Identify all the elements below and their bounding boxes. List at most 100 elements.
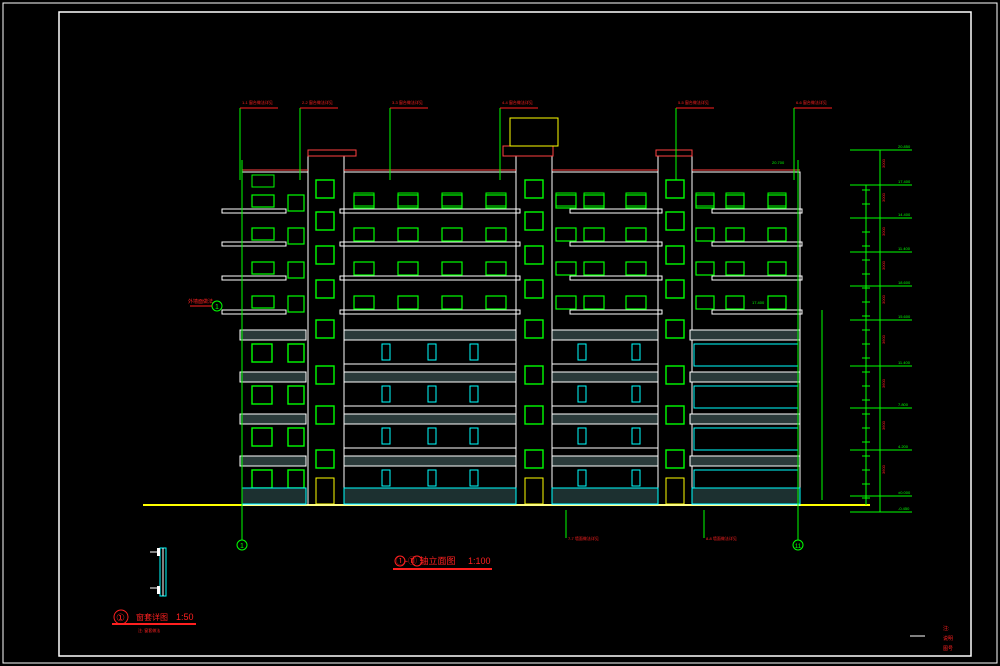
window (353, 295, 375, 310)
stair-window (665, 449, 685, 469)
elevation-label: 7.800 (898, 402, 909, 407)
window (287, 427, 305, 447)
window (695, 295, 715, 310)
window (381, 469, 391, 487)
balcony-slab (221, 275, 287, 281)
title-bubble-1 (394, 555, 406, 567)
window (397, 261, 419, 276)
window (625, 227, 647, 242)
detail-label: 窗套详图 (136, 612, 168, 622)
parapet (307, 149, 357, 157)
stair-window (315, 405, 335, 425)
elevation-label: ±0.000 (898, 490, 911, 495)
stair-window (665, 245, 685, 265)
window (695, 227, 715, 242)
stone-band (343, 413, 517, 425)
balcony-slab (221, 241, 287, 247)
stair-window (665, 179, 685, 199)
window (287, 469, 305, 489)
balcony-slab (339, 241, 521, 247)
stone-band (689, 371, 801, 383)
window (287, 227, 305, 245)
window (555, 261, 577, 276)
stone-band (551, 329, 659, 341)
stair-window (315, 245, 335, 265)
window (441, 295, 463, 310)
glazing (693, 385, 799, 409)
window (485, 192, 507, 207)
detail-scale: 1:50 (176, 612, 194, 622)
window (485, 261, 507, 276)
window (287, 261, 305, 279)
door (315, 477, 335, 505)
dimension-text: 3000 (881, 158, 886, 168)
corner-legend: 注: 说明 图号 (910, 625, 953, 652)
window (397, 192, 419, 207)
window (555, 227, 577, 242)
stair-window (665, 319, 685, 339)
window (353, 261, 375, 276)
base-band (691, 487, 801, 505)
stone-band (689, 413, 801, 425)
main-title-scale: 1:100 (468, 556, 491, 566)
window (725, 261, 745, 276)
window (381, 385, 391, 403)
axis-bubble-right (792, 539, 804, 551)
window (577, 427, 587, 445)
callout-text: 6-6 窗台做法详见 (796, 99, 827, 105)
corner-legend-1: 注: (943, 625, 949, 632)
window (625, 261, 647, 276)
wall-block (307, 155, 345, 506)
elevation-label: 11.400 (898, 360, 911, 365)
glazing (693, 427, 799, 451)
balcony-slab (339, 208, 521, 214)
window (583, 295, 605, 310)
stair-window (524, 365, 544, 385)
balcony-slab (711, 309, 803, 315)
balcony-slab (221, 309, 287, 315)
balcony-slab (339, 309, 521, 315)
window (251, 261, 275, 275)
window (577, 385, 587, 403)
main-title: ①-⑪ 轴立面图 (396, 555, 456, 566)
title-bubble-11 (411, 555, 423, 567)
window (441, 192, 463, 207)
stair-window (665, 279, 685, 299)
stone-band (689, 329, 801, 341)
window (251, 343, 273, 363)
stair-window (524, 279, 544, 299)
window (485, 295, 507, 310)
detail-sub: 注: 窗套做法 (138, 627, 160, 633)
window (287, 385, 305, 405)
elevation-label: 4.200 (898, 444, 909, 449)
callout-text-bottom: 7-7 墙面做法详见 (568, 535, 599, 541)
window (287, 343, 305, 363)
corner-legend-3: 图号 (943, 646, 953, 652)
elevation-label: 18.600 (898, 280, 911, 285)
stair-window (315, 449, 335, 469)
stair-window (524, 319, 544, 339)
parapet (655, 149, 693, 157)
window (353, 192, 375, 207)
elevation-label: 17.400 (898, 179, 911, 184)
stone-band (239, 455, 307, 467)
door (524, 477, 544, 505)
window (251, 227, 275, 241)
window (441, 261, 463, 276)
glazing (693, 343, 799, 367)
window (427, 343, 437, 361)
elevation-label: -0.450 (898, 506, 910, 511)
stair-window (665, 365, 685, 385)
balcony-slab (711, 241, 803, 247)
window (625, 295, 647, 310)
stone-band (689, 455, 801, 467)
window (397, 227, 419, 242)
window (397, 295, 419, 310)
window (631, 469, 641, 487)
corner-legend-2: 说明 (943, 635, 953, 642)
stone-band (239, 371, 307, 383)
window (353, 227, 375, 242)
window (427, 469, 437, 487)
stone-band (343, 329, 517, 341)
